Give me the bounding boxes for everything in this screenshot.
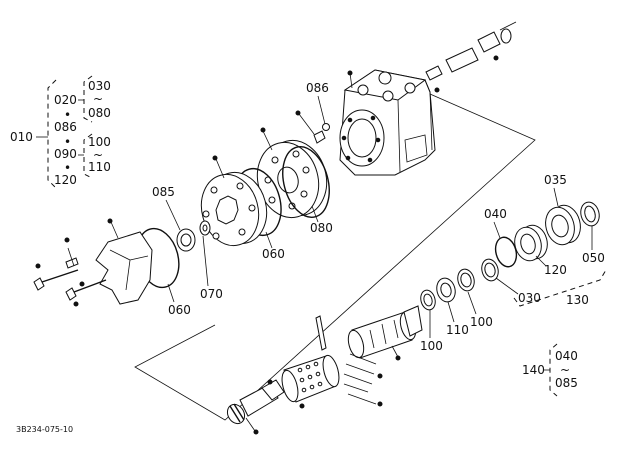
label-090: 090 xyxy=(54,147,77,161)
cap-bolts xyxy=(33,237,107,307)
label-050: 050 xyxy=(582,251,605,265)
washer-100-right: 100 xyxy=(457,268,493,329)
label-030: 030 xyxy=(518,291,541,305)
label-140: 140 xyxy=(522,363,545,377)
tilde-2: ~ xyxy=(93,148,103,162)
drive-shaft xyxy=(226,379,285,435)
bushing-035: 035 xyxy=(544,173,581,246)
assembly-outline xyxy=(134,93,536,421)
check-ball-086: 086 xyxy=(295,81,330,144)
seal-050: 050 xyxy=(580,201,605,265)
label-080-list: 080 xyxy=(88,106,111,120)
tilde-1: ~ xyxy=(93,92,103,106)
label-040-list: 040 xyxy=(555,349,578,363)
label-080: 080 xyxy=(310,221,333,235)
label-100-list: 100 xyxy=(88,135,111,149)
label-010: 010 xyxy=(10,130,33,144)
label-110: 110 xyxy=(446,323,469,337)
drawing-number: 3B234-075-10 xyxy=(16,425,73,434)
label-035: 035 xyxy=(544,173,567,187)
label-060-upper: 060 xyxy=(262,247,285,261)
bullet-2: • xyxy=(64,135,71,149)
bullet-1: • xyxy=(64,108,71,122)
end-cap xyxy=(95,218,153,305)
bracket-010 xyxy=(47,79,57,189)
bracket-100-110 xyxy=(83,133,93,179)
bearing-085: 085 xyxy=(152,185,196,252)
label-070: 070 xyxy=(200,287,223,301)
group-140-bracket: 140 040 ~ 085 xyxy=(522,343,578,397)
bracket-140 xyxy=(549,343,558,397)
label-100-right: 100 xyxy=(470,315,493,329)
bearing-110: 110 xyxy=(436,277,469,337)
label-030-list: 030 xyxy=(88,79,111,93)
label-040: 040 xyxy=(484,207,507,221)
label-086: 086 xyxy=(306,81,329,95)
label-120-list: 120 xyxy=(54,173,77,187)
label-086-list: 086 xyxy=(54,120,77,134)
group-130-bracket: 130 xyxy=(513,269,607,307)
label-110-list: 110 xyxy=(88,160,111,174)
label-130: 130 xyxy=(566,293,589,307)
washer-100-left: 100 xyxy=(420,289,443,353)
seal-030: 030 xyxy=(481,258,541,305)
label-060-lower: 060 xyxy=(168,303,191,317)
o-ring-040: 040 xyxy=(484,207,518,268)
label-085-list: 085 xyxy=(555,376,578,390)
label-020: 020 xyxy=(54,93,77,107)
o-ring-080 xyxy=(282,146,330,218)
group-010-bracket: 010 020 • 086 • 090 • 120 030 ~ 080 100 … xyxy=(10,75,111,189)
pins xyxy=(315,315,383,407)
gerotor-set: 060 xyxy=(200,155,285,261)
plate-080 xyxy=(256,127,328,219)
relief-valve-parts xyxy=(425,21,517,93)
label-100-left: 100 xyxy=(420,339,443,353)
spacer-070: 070 xyxy=(199,220,223,301)
label-120: 120 xyxy=(544,263,567,277)
valve-housing xyxy=(339,69,436,176)
bracket-130 xyxy=(513,269,607,307)
bullet-3: • xyxy=(64,161,71,175)
tilde-3: ~ xyxy=(560,363,570,377)
spool xyxy=(347,305,423,361)
sleeve xyxy=(281,354,340,409)
seal-120: 120 xyxy=(514,224,567,277)
label-085: 085 xyxy=(152,185,175,199)
